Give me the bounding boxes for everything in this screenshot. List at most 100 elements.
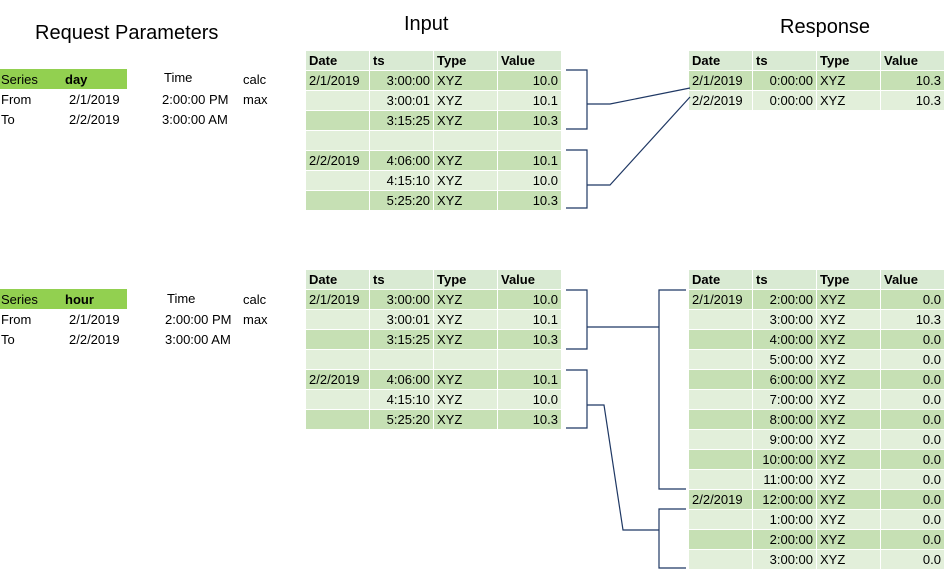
calc-label: calc: [243, 72, 267, 87]
time-from-value: 2:00:00 PM: [165, 312, 232, 327]
from-value: 2/1/2019: [69, 92, 120, 107]
cell-date: [688, 389, 753, 410]
cell-value: 0.0: [880, 429, 945, 450]
series-label: Series: [1, 72, 38, 87]
column-header-date: Date: [688, 50, 753, 71]
cell-type: XYZ: [816, 90, 881, 111]
to-label: To: [1, 332, 15, 347]
cell-value: 10.3: [497, 329, 562, 350]
cell-value: 0.0: [880, 289, 945, 310]
cell-ts: 2:00:00: [752, 289, 817, 310]
column-header-ts: ts: [369, 269, 434, 290]
cell-date: [688, 429, 753, 450]
cell-date: [305, 110, 370, 131]
cell-type: XYZ: [433, 409, 498, 430]
cell-value: 0.0: [880, 409, 945, 430]
column-header-ts: ts: [369, 50, 434, 71]
cell-date: [305, 90, 370, 111]
connector-line: [587, 404, 659, 531]
cell-value: 10.1: [497, 309, 562, 330]
cell-type: XYZ: [816, 329, 881, 350]
calc-value: max: [243, 92, 268, 107]
cell-ts: 9:00:00: [752, 429, 817, 450]
cell-type: XYZ: [433, 289, 498, 310]
cell-date: 2/2/2019: [305, 150, 370, 171]
cell-ts: 3:00:01: [369, 309, 434, 330]
cell-type: XYZ: [816, 489, 881, 510]
series-value: day: [65, 72, 88, 87]
column-header-value: Value: [497, 269, 562, 290]
column-header-type: Type: [433, 50, 498, 71]
cell-value: 10.0: [497, 389, 562, 410]
cell-ts: 3:00:00: [369, 70, 434, 91]
cell-ts: 3:00:01: [369, 90, 434, 111]
cell-date: [688, 369, 753, 390]
series-label: Series: [1, 292, 38, 307]
cell-date: [305, 130, 370, 151]
column-header-ts: ts: [752, 50, 817, 71]
cell-ts: 11:00:00: [752, 469, 817, 490]
cell-value: 10.3: [497, 409, 562, 430]
cell-date: 2/2/2019: [688, 489, 753, 510]
cell-date: [305, 349, 370, 370]
from-value: 2/1/2019: [69, 312, 120, 327]
calc-value: max: [243, 312, 268, 327]
cell-ts: 3:00:00: [752, 549, 817, 570]
cell-type: XYZ: [433, 369, 498, 390]
cell-type: XYZ: [433, 190, 498, 211]
cell-value: 0.0: [880, 389, 945, 410]
from-label: From: [1, 312, 32, 327]
cell-ts: 3:00:00: [369, 289, 434, 310]
cell-type: [433, 349, 498, 370]
cell-ts: 3:00:00: [752, 309, 817, 330]
cell-date: [688, 529, 753, 550]
request-parameters-title: Request Parameters: [35, 22, 219, 44]
cell-date: [305, 409, 370, 430]
column-header-date: Date: [305, 50, 370, 71]
cell-date: [688, 349, 753, 370]
cell-value: 10.3: [497, 190, 562, 211]
input-title: Input: [404, 13, 449, 35]
input-group-bracket: [566, 69, 588, 130]
time-from-value: 2:00:00 PM: [162, 92, 229, 107]
series-highlight-bar: [0, 289, 127, 309]
table-row: [305, 349, 562, 370]
cell-ts: [369, 349, 434, 370]
time-to-value: 3:00:00 AM: [165, 332, 231, 347]
cell-value: 10.3: [880, 70, 945, 91]
response-group-bracket: [658, 508, 686, 569]
cell-ts: 7:00:00: [752, 389, 817, 410]
cell-ts: 5:00:00: [752, 349, 817, 370]
column-header-value: Value: [880, 269, 945, 290]
connector-line: [587, 87, 691, 105]
cell-date: 2/1/2019: [688, 70, 753, 91]
cell-type: XYZ: [433, 309, 498, 330]
cell-type: XYZ: [816, 369, 881, 390]
cell-date: 2/1/2019: [305, 70, 370, 91]
cell-ts: 5:25:20: [369, 190, 434, 211]
series-highlight-bar: [0, 69, 127, 89]
column-header-ts: ts: [752, 269, 817, 290]
cell-ts: 1:00:00: [752, 509, 817, 530]
to-value: 2/2/2019: [69, 332, 120, 347]
cell-value: 0.0: [880, 469, 945, 490]
